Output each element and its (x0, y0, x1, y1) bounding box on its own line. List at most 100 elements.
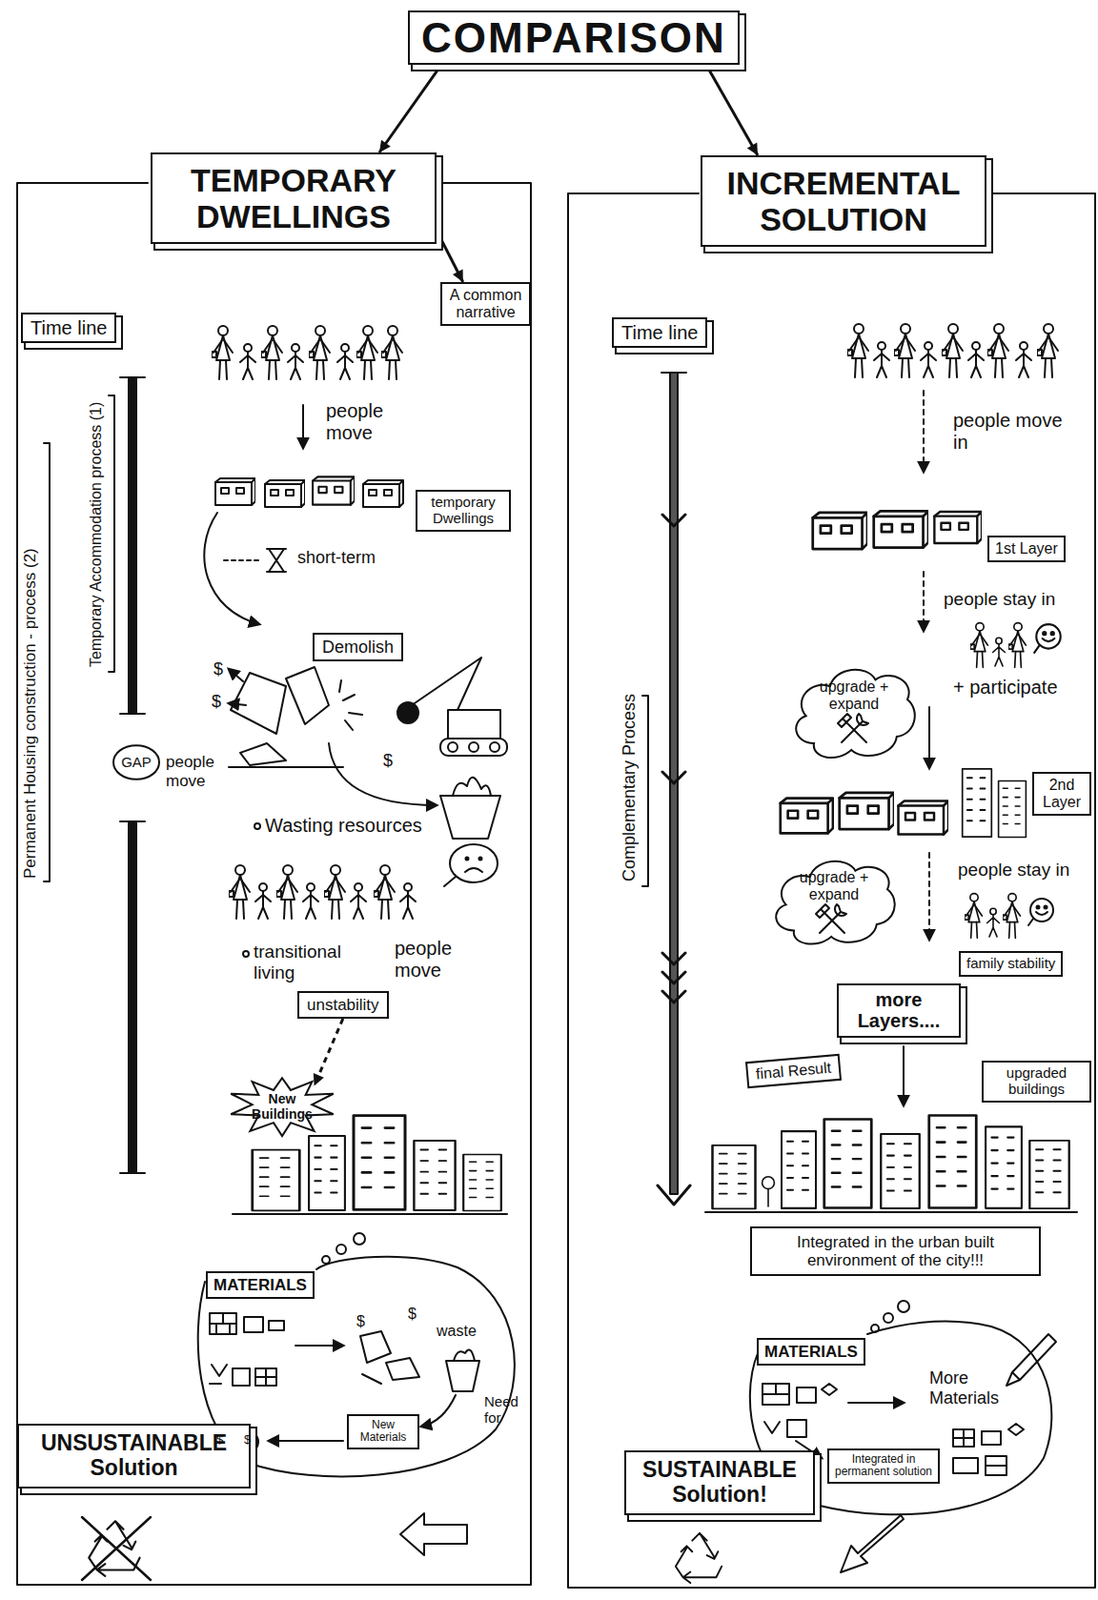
demolition-scene (397, 702, 419, 724)
node-text: TEMPORARY DWELLINGS (167, 162, 420, 235)
bracket (108, 395, 115, 672)
hollow-arrow (1006, 1334, 1057, 1386)
materials-bubble (209, 1364, 277, 1386)
tag-box: New Materials (346, 1414, 420, 1450)
new-buildings (232, 1213, 508, 1216)
demolition-scene (230, 672, 286, 734)
upgraded-city (762, 1177, 775, 1207)
materials-bubble (336, 1244, 346, 1255)
happy-people (993, 637, 1006, 667)
materials-bubble (446, 1349, 480, 1392)
demolition-scene (228, 703, 246, 706)
happy-people (964, 894, 982, 939)
node-text: upgrade + expand (812, 678, 896, 713)
layer-buildings (813, 512, 868, 549)
upgraded-city (1029, 1140, 1069, 1209)
sad-face-bubble (479, 857, 483, 861)
layer-tag: 1st Layer (987, 535, 1066, 563)
timeline-label: Time line (20, 312, 117, 344)
starburst-outline (230, 1077, 334, 1137)
annotation: people move (165, 752, 225, 791)
annotation: Need for (484, 1393, 523, 1427)
people-group (356, 325, 378, 380)
materials-bubble (360, 1331, 420, 1384)
sad-face-bubble (449, 844, 498, 883)
layer-buildings (898, 801, 950, 835)
tools-icon (815, 904, 847, 934)
temporary-dwellings (264, 480, 305, 508)
annotation: people stay in (957, 859, 1070, 881)
materials-bubble (897, 1301, 910, 1313)
hourglass-icon (266, 549, 286, 572)
hollow-arrow (840, 1515, 904, 1573)
node-text: 2nd Layer (1037, 776, 1087, 812)
verdict-box: SUSTAINABLE Solution! (624, 1450, 815, 1516)
layer-buildings (934, 511, 982, 544)
timeline-bar (120, 821, 145, 1174)
annotation: $ (407, 1305, 417, 1323)
demolition-scene (452, 777, 491, 796)
people-group (240, 344, 256, 380)
connector-line (706, 64, 758, 156)
demolition-scene (447, 742, 458, 753)
layer-buildings (874, 510, 929, 548)
materials-bubble (883, 1313, 894, 1323)
annotation: $ (383, 751, 393, 772)
recycle-symbol (675, 1533, 722, 1584)
materials-bubble (953, 1423, 1024, 1476)
demolition-scene (447, 710, 501, 739)
upgraded-city (824, 1118, 873, 1208)
section-header: INCREMENTAL SOLUTION (700, 155, 987, 247)
flow-arrow (922, 571, 925, 631)
bracket (43, 443, 50, 882)
people-group (874, 342, 890, 378)
hollow-arrow (400, 1334, 1057, 1573)
node-text: GAP (121, 754, 152, 772)
new-buildings (308, 1136, 346, 1211)
demolition-scene (440, 795, 501, 839)
annotation: $ (216, 1433, 224, 1448)
bracket-label: Complementary Process (619, 693, 640, 882)
materials-bubble (421, 1395, 456, 1427)
node-text: Time line (621, 322, 698, 344)
people-group (287, 344, 304, 380)
demolition-scene (468, 742, 479, 753)
tag-box: Demolish (312, 632, 404, 662)
materials-bubble (295, 1344, 344, 1347)
people-group (228, 865, 250, 919)
node-text: SUSTAINABLE Solution! (637, 1458, 802, 1508)
demolition-scene (285, 667, 329, 725)
hourglass-icon (266, 549, 286, 572)
people-group (373, 865, 395, 919)
upgraded-city (705, 1211, 1078, 1214)
people-group (968, 342, 984, 378)
node-text: A common narrative (446, 286, 526, 322)
timeline-bar (120, 377, 145, 714)
annotation: short-term (297, 548, 376, 569)
connector-line (436, 230, 464, 283)
connector-line (314, 1018, 344, 1086)
thought-cloud: upgrade + expand (787, 655, 921, 766)
people-group (324, 865, 346, 919)
node-text: UNSUSTAINABLE Solution (30, 1431, 238, 1482)
flow-arrow (203, 512, 260, 625)
new-buildings (413, 1140, 455, 1211)
annotation: Wasting resources (264, 814, 423, 837)
section-header: TEMPORARY DWELLINGS (150, 152, 437, 244)
annotation: $ (244, 1433, 251, 1448)
annotation: More Materials (929, 1368, 1035, 1408)
happy-people (987, 908, 1000, 937)
tag-box: final Result (745, 1054, 842, 1089)
people-group (228, 865, 416, 919)
tag-box: family stability (958, 951, 1063, 977)
tag-box: unstability (297, 991, 389, 1019)
node-text: MATERIALS (764, 1342, 858, 1362)
arrowhead (379, 140, 391, 153)
recycle-symbol (675, 1533, 722, 1584)
tools-icon (837, 713, 869, 743)
materials-bubble (322, 1256, 330, 1264)
layer-buildings (839, 793, 895, 830)
demolition-scene (339, 680, 363, 731)
annotation: people move (325, 400, 403, 445)
